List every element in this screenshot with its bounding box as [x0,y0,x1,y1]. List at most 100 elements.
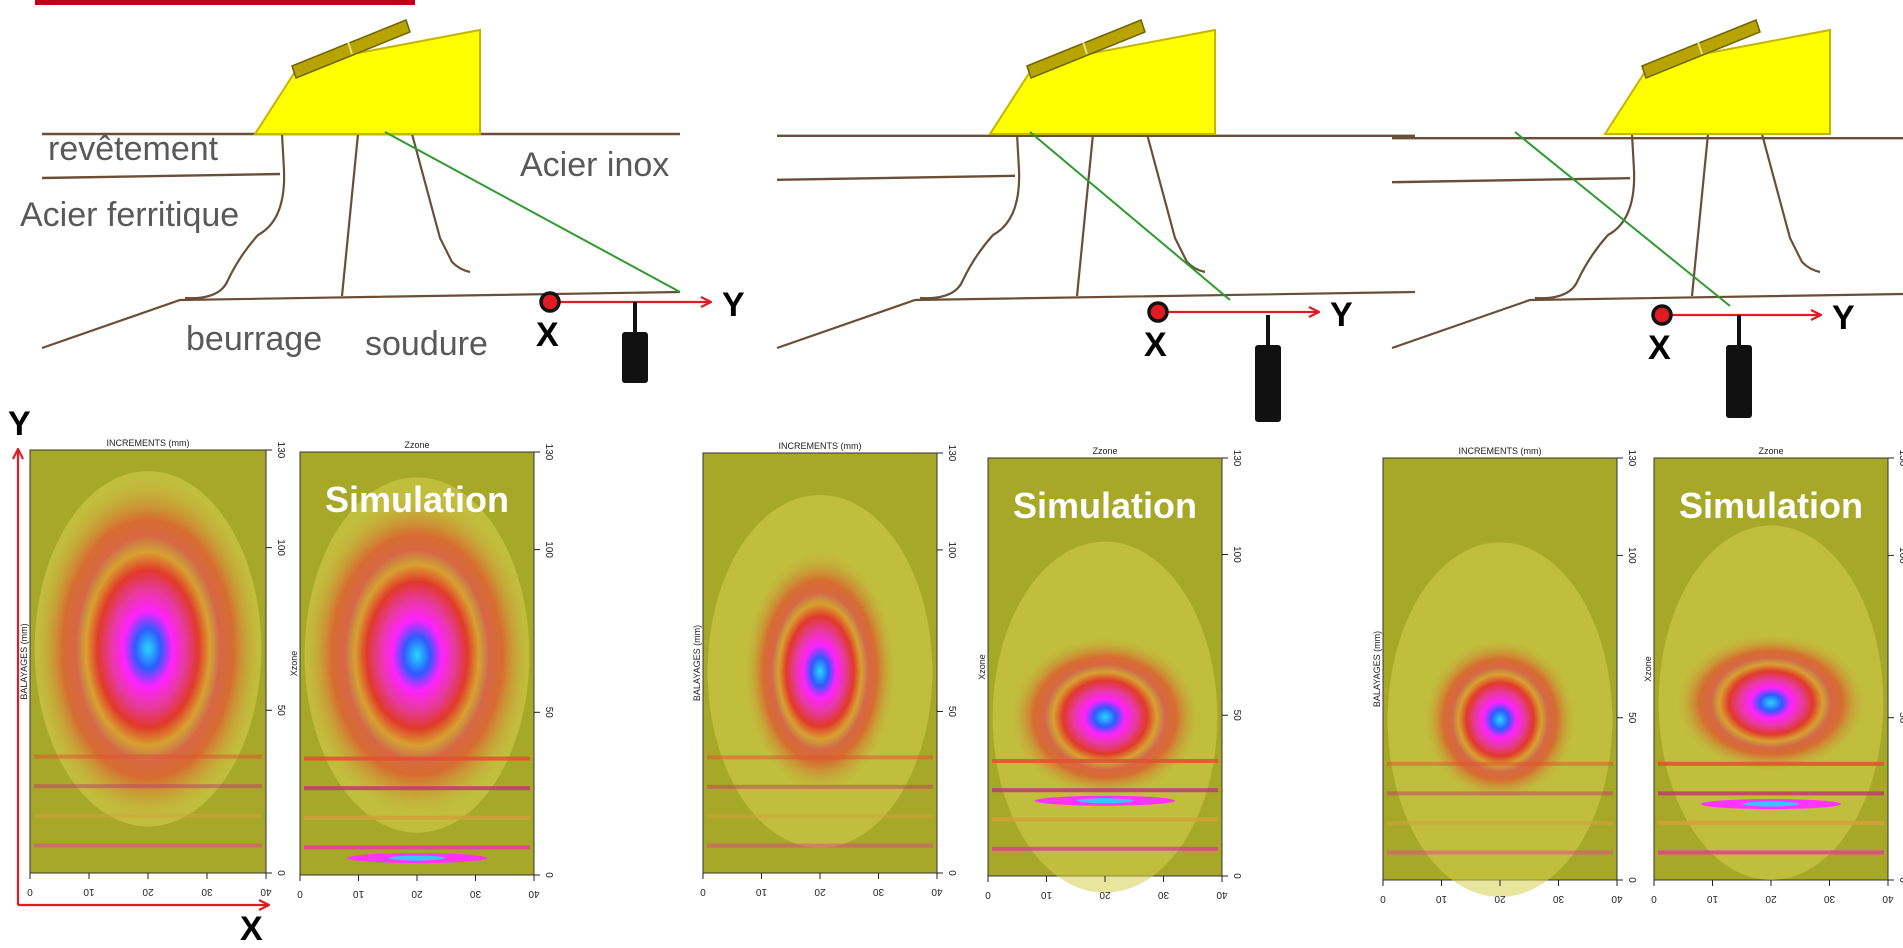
map-side-label: Xzone [289,651,299,677]
x-tick-label: 10 [1436,893,1448,904]
cladding-line [1391,177,1631,184]
simulation-caption: Simulation [1679,485,1863,526]
map-band [1387,791,1613,796]
y-tick-label: 50 [1626,712,1637,724]
global-x-label: X [240,910,263,943]
map-band [1658,820,1884,825]
cladding-line [41,172,281,180]
x-tick-label: 20 [1494,893,1506,904]
y-tick-label: 130 [275,442,286,459]
origin-marker-3 [1651,304,1673,326]
map-side-label: BALAYAGES (mm) [19,623,29,699]
map-band [992,846,1218,851]
origin-marker-2 [1147,301,1169,323]
y-tick-label: 100 [946,542,957,559]
x-tick-label: 10 [353,888,365,899]
y-tick-label: 100 [543,541,554,558]
simulation-caption: Simulation [1013,485,1197,526]
weld-right [1145,133,1206,274]
x-tick-label: 0 [297,888,303,899]
weld-right [1760,133,1821,274]
map-band [1658,791,1884,796]
wedge [988,28,1216,135]
x-tick-label: 40 [260,886,272,897]
axis-x-label-2: X [1144,326,1167,364]
x-tick-label: 40 [931,886,943,897]
simulation-caption: Simulation [325,479,509,520]
label-weld: soudure [365,325,488,363]
ultrasonic-beam-2 [1029,131,1231,301]
map-top-label: INCREMENTS (mm) [107,438,190,448]
map-band [34,754,262,759]
y-tick-label: 130 [946,445,957,462]
x-tick-label: 10 [756,886,768,897]
y-tick-label: 50 [543,707,554,719]
x-tick-label: 40 [1611,893,1623,904]
map-band [707,784,933,789]
y-tick-label: 100 [1897,547,1903,564]
x-tick-label: 10 [83,886,95,897]
axis-x-label-1: X [536,316,559,354]
map-side-label: BALAYAGES (mm) [1372,631,1382,707]
y-tick-label: 130 [1231,450,1242,467]
x-tick-label: 30 [873,886,885,897]
map-band [304,786,530,791]
label-ferritic: Acier ferritique [20,196,239,234]
map-band [34,784,262,789]
x-tick-label: 30 [470,888,482,899]
map-band [34,843,262,848]
map-echo [1045,664,1165,770]
map-band [304,845,530,850]
x-tick-label: 30 [1553,893,1565,904]
x-tick-label: 10 [1041,889,1053,900]
map-band [992,758,1218,763]
bottom-echo-core [1076,798,1134,804]
map-band [304,815,530,820]
bottom-echo-core [1742,801,1800,807]
y-tick-label: 0 [1231,873,1242,879]
weld-right [410,133,471,274]
map-band [34,813,262,818]
map-echo [772,592,868,751]
map-top-label: INCREMENTS (mm) [779,441,862,451]
map-band [707,755,933,760]
cross-section-2 [776,19,1416,350]
x-tick-label: 30 [1158,889,1170,900]
y-tick-label: 130 [1897,450,1903,467]
x-tick-label: 20 [814,886,826,897]
map-band [1658,761,1884,766]
ultrasonic-beam-3 [1514,131,1731,307]
y-tick-label: 0 [1897,877,1903,883]
y-tick-label: 50 [1231,710,1242,722]
x-tick-label: 40 [1882,893,1894,904]
cladding-line [776,174,1016,181]
buttering-boundary [184,133,286,300]
wedge [253,28,481,135]
y-tick-label: 130 [1626,450,1637,467]
x-tick-label: 0 [1380,893,1386,904]
x-tick-label: 10 [1707,893,1719,904]
axis-x-label-3: X [1648,329,1671,367]
bottom-surface [41,290,681,350]
x-tick-label: 0 [1651,893,1657,904]
map-band [1387,820,1613,825]
map-band [992,788,1218,793]
map-top-label: Zzone [1092,446,1117,456]
y-tick-label: 100 [275,539,286,556]
axis-y-label-3: Y [1832,299,1855,337]
ultrasonic-beam-1 [384,131,681,293]
y-tick-label: 50 [946,706,957,718]
cross-section-3 [1391,19,1903,350]
map-echo [345,550,489,761]
x-tick-label: 40 [1216,889,1228,900]
buttering-boundary [1534,133,1636,300]
label-stainless: Acier inox [520,146,669,184]
x-tick-label: 30 [201,886,213,897]
x-tick-label: 0 [985,889,991,900]
x-tick-label: 0 [27,886,33,897]
